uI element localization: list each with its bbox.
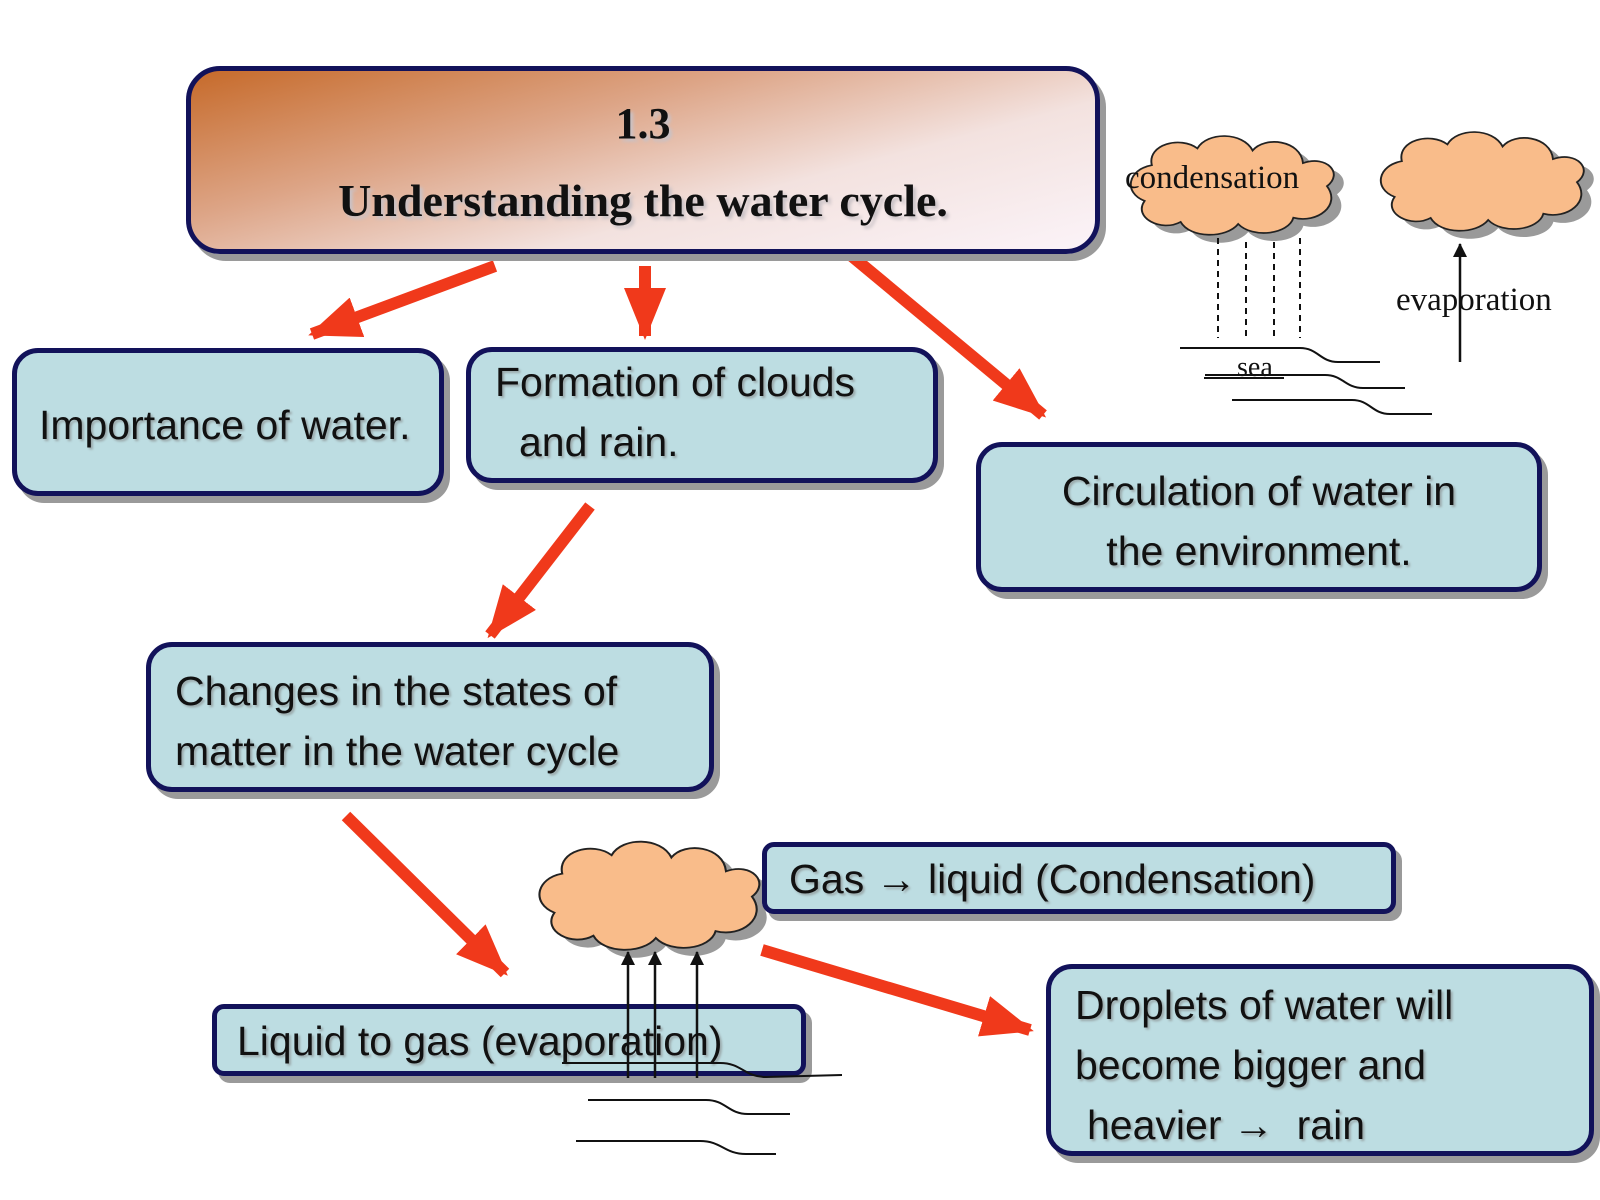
node-importance-label: Importance of water. — [39, 402, 411, 448]
connector-arrows — [308, 233, 1047, 1037]
arrow-formation-to-changes — [485, 502, 595, 639]
node-droplets-line-3: heavier → rain — [1087, 1102, 1366, 1148]
evaporation-label: evaporation — [1396, 282, 1552, 318]
arrow-changes-to-liquid-gas — [341, 811, 510, 978]
node-changes: Changes in the states of matter in the w… — [146, 642, 714, 792]
node-droplets-line-1: Droplets of water will — [1075, 982, 1454, 1028]
node-gas-liquid: Gas → liquid (Condensation) — [762, 842, 1396, 914]
arrow-title-to-circulation — [826, 233, 1047, 420]
node-changes-line-2: matter in the water cycle — [175, 728, 620, 774]
arrow-cloud-to-droplets — [760, 944, 1034, 1037]
node-gas-liquid-label: Gas → liquid (Condensation) — [789, 856, 1316, 902]
node-circulation-line-1: Circulation of water in — [1061, 468, 1457, 514]
section-number: 1.3 — [615, 99, 671, 148]
node-droplets-line-2: become bigger and — [1075, 1042, 1427, 1088]
node-liquid-gas-label: Liquid to gas (evaporation) — [237, 1018, 723, 1064]
node-importance: Importance of water. — [12, 348, 444, 496]
sea-label: sea — [1237, 352, 1273, 383]
title-box: 1.3 Understanding the water cycle. — [186, 66, 1100, 254]
vapour-arrows — [621, 951, 704, 1078]
node-circulation: Circulation of water in the environment. — [976, 442, 1542, 592]
node-formation: Formation of clouds and rain. — [466, 347, 938, 483]
sea-waves — [1180, 347, 1432, 415]
rain-lines — [1217, 238, 1301, 338]
arrow-title-to-importance — [308, 260, 498, 340]
condensation-label: condensation — [1125, 160, 1300, 196]
node-formation-line-2: and rain. — [519, 419, 679, 465]
node-formation-line-1: Formation of clouds — [495, 359, 856, 405]
node-circulation-line-2: the environment. — [1106, 528, 1412, 574]
node-droplets: Droplets of water will become bigger and… — [1046, 964, 1594, 1156]
node-changes-line-1: Changes in the states of — [175, 668, 618, 714]
page-title: Understanding the water cycle. — [338, 175, 948, 226]
water-surface-lines — [562, 1062, 843, 1155]
